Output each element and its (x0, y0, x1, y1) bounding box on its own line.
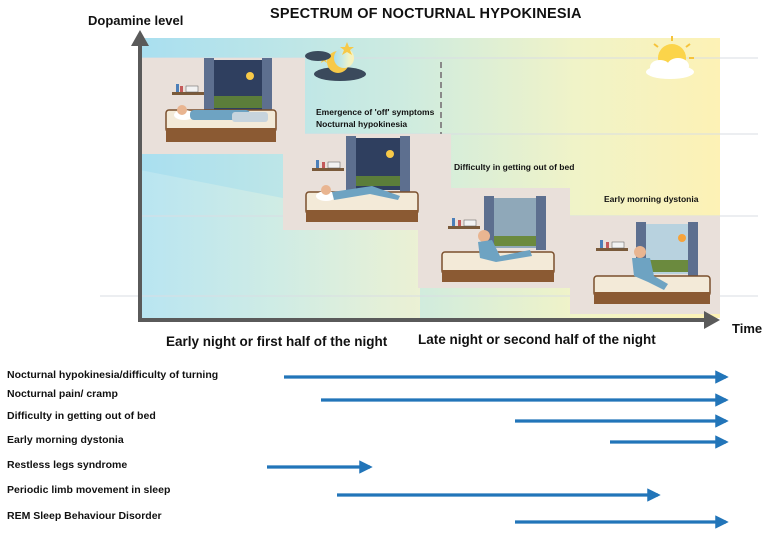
symptom-label: Difficulty in getting out of bed (7, 410, 156, 422)
sun-cloud-icon (646, 36, 694, 79)
symptom-label: Nocturnal hypokinesia/difficulty of turn… (7, 369, 219, 381)
x-axis-label: Time (732, 321, 763, 336)
phase-label-late: Late night or second half of the night (418, 332, 656, 347)
y-axis-arrowhead (131, 30, 149, 46)
symptom-label: REM Sleep Behaviour Disorder (7, 510, 162, 522)
symptom-label: Restless legs syndrome (7, 459, 128, 471)
phase-label-early: Early night or first half of the night (166, 334, 388, 349)
symptom-label: Periodic limb movement in sleep (7, 484, 171, 496)
y-axis-label: Dopamine level (88, 13, 184, 28)
x-axis-arrowhead (704, 311, 720, 329)
symptom-label: Early morning dystonia (7, 434, 124, 446)
callout-emergence-line1: Emergence of 'off' symptoms (316, 107, 435, 117)
bedroom-scene-icon (305, 136, 419, 222)
diagram-title: SPECTRUM OF NOCTURNAL HYPOKINESIA (270, 6, 582, 22)
bedroom-scene-icon (441, 196, 555, 282)
callout-dystonia: Early morning dystonia (604, 194, 699, 204)
moon-stars-icon (305, 42, 366, 81)
dopamine-slope (140, 170, 420, 318)
callout-getting-out: Difficulty in getting out of bed (454, 162, 575, 172)
symptom-arrows (267, 370, 729, 529)
bedroom-scene-icon (165, 58, 277, 142)
symptom-label: Nocturnal pain/ cramp (7, 388, 118, 400)
callout-emergence: Emergence of 'off' symptoms Nocturnal hy… (316, 106, 434, 130)
axes (131, 30, 720, 329)
callout-emergence-line2: Nocturnal hypokinesia (316, 119, 408, 129)
bedroom-scene-icon (593, 222, 711, 304)
